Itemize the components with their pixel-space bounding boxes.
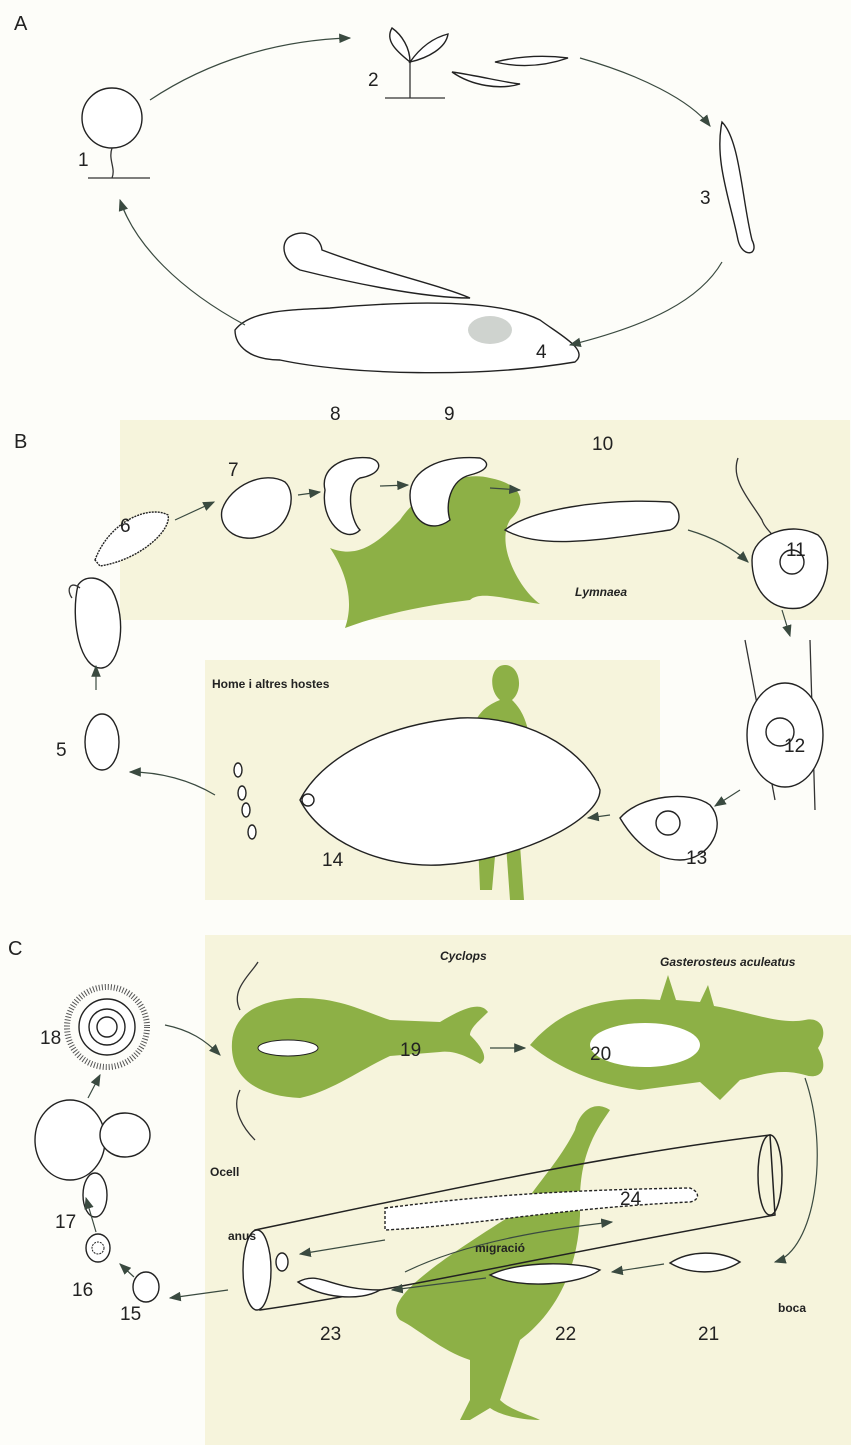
stage-label-20: 20 bbox=[590, 1044, 611, 1065]
arrow-9-10 bbox=[489, 484, 522, 495]
stage-label-21: 21 bbox=[698, 1324, 719, 1345]
stage-17-coracidium-hatching bbox=[34, 1099, 151, 1218]
stage-label-1: 1 bbox=[78, 150, 89, 171]
stage-label-18: 18 bbox=[40, 1028, 61, 1049]
stage-label-4: 4 bbox=[536, 342, 547, 363]
stage-label-23: 23 bbox=[320, 1324, 341, 1345]
arrow-14-5 bbox=[128, 767, 216, 796]
stage-label-6: 6 bbox=[120, 516, 131, 537]
annotation-anus: anus bbox=[228, 1229, 256, 1243]
stage-label-7: 7 bbox=[228, 460, 239, 481]
arrow-1-2 bbox=[149, 33, 352, 101]
stage-15-egg bbox=[132, 1271, 160, 1303]
stage-label-10: 10 bbox=[592, 434, 613, 455]
snail-silhouette bbox=[330, 476, 540, 628]
arrow-17-18 bbox=[87, 1073, 101, 1099]
stage-label-16: 16 bbox=[72, 1280, 93, 1301]
annotation-migracio: migració bbox=[475, 1241, 525, 1255]
stage-6-miracidium-hatching bbox=[68, 511, 169, 669]
stage-label-3: 3 bbox=[700, 188, 711, 209]
stage-label-12: 12 bbox=[784, 736, 805, 757]
stage-22-developing-worm bbox=[488, 1263, 602, 1285]
arrow-16-17 bbox=[84, 1196, 97, 1233]
stage-5-egg bbox=[84, 713, 120, 771]
arrow-anus-15 bbox=[168, 1289, 229, 1302]
arrow-21-22 bbox=[610, 1263, 665, 1276]
arrow-12-13 bbox=[713, 789, 741, 807]
stage-label-2: 2 bbox=[368, 70, 379, 91]
panel-label-a: A bbox=[14, 13, 28, 35]
stage-label-14: 14 bbox=[322, 850, 344, 871]
arrow-13-14 bbox=[586, 811, 611, 822]
stage-21-plerocercoid bbox=[668, 1252, 742, 1273]
stage-23-young-worm bbox=[296, 1277, 383, 1298]
stage-1-egg-stalk bbox=[81, 87, 150, 179]
stage-label-15: 15 bbox=[120, 1304, 141, 1325]
stage-8-redia bbox=[323, 456, 380, 536]
host-label-ocell: Ocell bbox=[210, 1165, 239, 1179]
stage-label-17: 17 bbox=[55, 1212, 76, 1233]
arrow-20-21 bbox=[773, 1077, 818, 1264]
stage-9-redia bbox=[409, 456, 488, 527]
stage-label-5: 5 bbox=[56, 740, 67, 761]
host-label-gasterosteus: Gasterosteus aculeatus bbox=[660, 955, 796, 969]
arrow-18-19 bbox=[164, 1024, 221, 1056]
arrow-15-16 bbox=[119, 1263, 135, 1278]
stage-16-embryonated-egg bbox=[85, 1233, 111, 1263]
annotation-boca: boca bbox=[778, 1301, 806, 1315]
arrow-11-12 bbox=[781, 609, 792, 638]
arrow-4-1 bbox=[118, 198, 246, 326]
host-label-lymnaea: Lymnaea bbox=[575, 585, 627, 599]
arrow-10-11 bbox=[687, 529, 749, 563]
stage-4-adults bbox=[234, 232, 580, 374]
stage-24-adult-tapeworm bbox=[384, 1187, 699, 1231]
cyclops-silhouette bbox=[231, 998, 488, 1098]
arrow-7-8 bbox=[297, 488, 322, 499]
stage-11-cercaria bbox=[735, 457, 829, 610]
host-label-human: Home i altres hostes bbox=[212, 677, 330, 691]
bird-silhouette bbox=[396, 1106, 610, 1420]
stage-7-sporocyst bbox=[220, 477, 292, 539]
stage-3-juvenile bbox=[719, 120, 755, 254]
stage-label-19: 19 bbox=[400, 1040, 421, 1061]
host-label-cyclops: Cyclops bbox=[440, 949, 487, 963]
stage-12-metacercaria bbox=[744, 639, 824, 811]
egg-in-intestine bbox=[275, 1252, 289, 1272]
stage-label-9: 9 bbox=[444, 404, 455, 425]
arrow-migration-24 bbox=[404, 1218, 614, 1273]
stage-10-cercaria-development bbox=[503, 500, 680, 543]
arrow-22-23 bbox=[390, 1277, 487, 1294]
stage-14-adult-fluke bbox=[233, 717, 601, 866]
panel-label-c: C bbox=[8, 938, 22, 960]
stage-13-excysting bbox=[619, 795, 718, 861]
stage-label-8: 8 bbox=[330, 404, 341, 425]
stage-label-13: 13 bbox=[686, 848, 707, 869]
arrow-2-3 bbox=[579, 57, 711, 127]
stage-label-11: 11 bbox=[786, 540, 806, 561]
arrow-6-7 bbox=[174, 501, 216, 521]
arrow-3-4 bbox=[568, 261, 723, 348]
panel-label-b: B bbox=[14, 431, 27, 453]
arrow-8-9 bbox=[379, 480, 410, 491]
arrow-24-egg bbox=[298, 1239, 386, 1257]
stage-18-coracidium bbox=[64, 984, 150, 1070]
stage-label-24: 24 bbox=[620, 1189, 642, 1210]
stage-2-larvae bbox=[385, 26, 569, 99]
stage-label-22: 22 bbox=[555, 1324, 576, 1345]
